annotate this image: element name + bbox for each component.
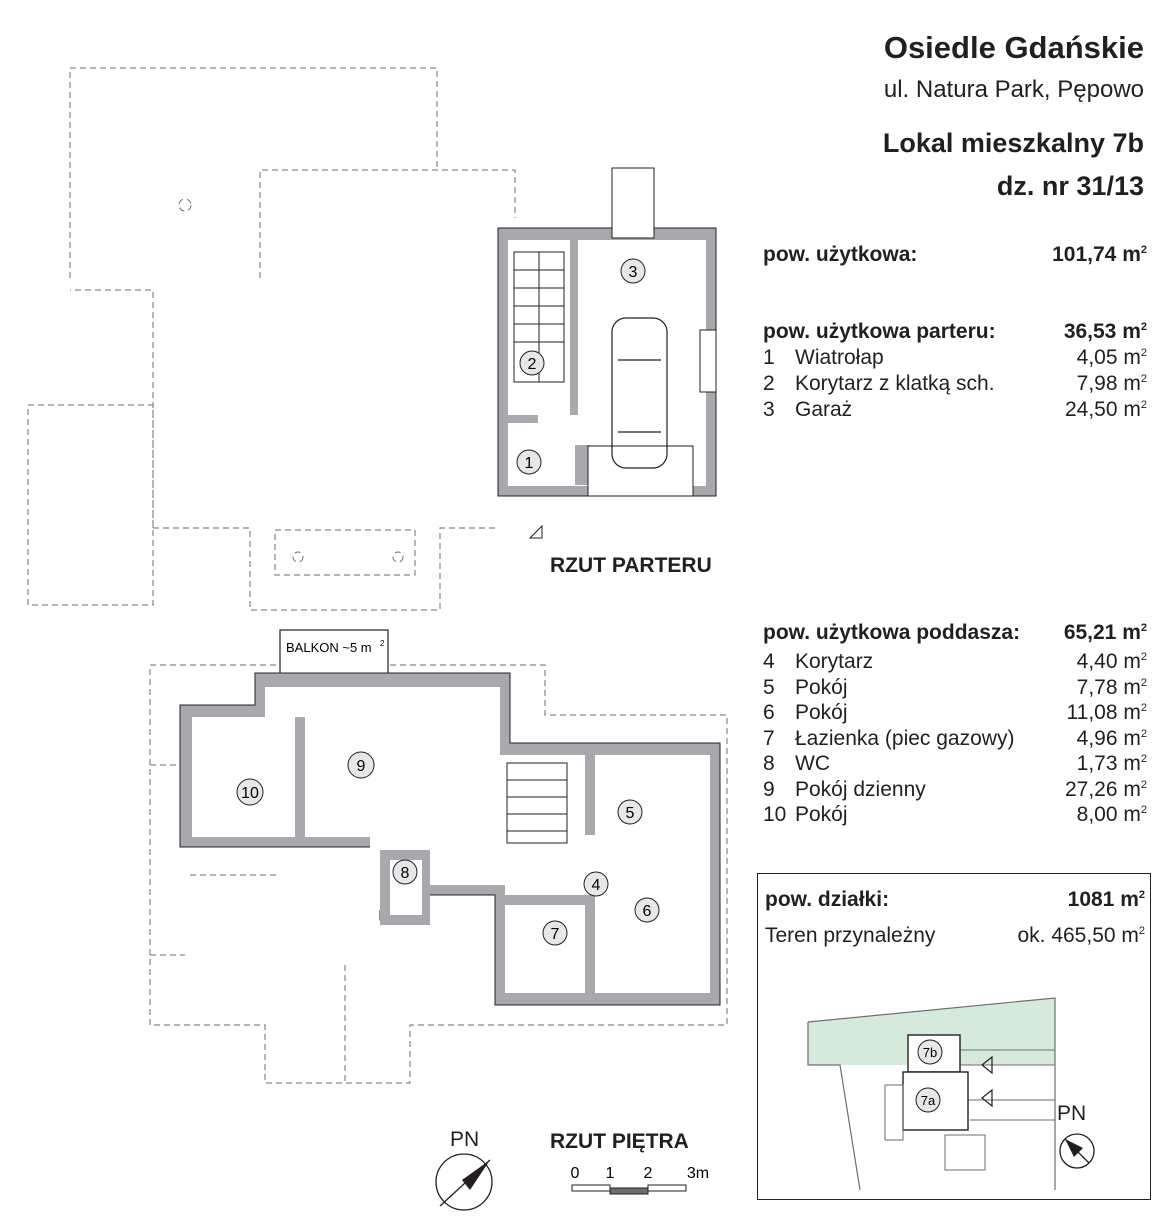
ground-floor-area-label: pow. użytkowa parteru: xyxy=(763,320,996,343)
room-marker-9: 9 xyxy=(357,758,366,775)
car-icon xyxy=(611,317,668,469)
room-area-4: 4,40 m2 xyxy=(1076,650,1147,673)
room-marker-10: 10 xyxy=(241,785,259,802)
ground-floor-plan: 3 2 1 xyxy=(27,67,717,611)
plot-area-value: 1081 m2 xyxy=(1067,888,1145,911)
room-marker-7: 7 xyxy=(551,926,560,943)
entrance-arrow-icon xyxy=(528,524,543,539)
ground-floor-walls xyxy=(497,167,717,497)
room-marker-5: 5 xyxy=(626,805,635,822)
room-marker-6: 6 xyxy=(643,903,652,920)
room-marker-1: 1 xyxy=(525,455,534,472)
site-north-arrow-icon xyxy=(1059,1133,1095,1169)
entrance-arrow-icon xyxy=(981,1055,993,1075)
upper-roof-outline xyxy=(149,664,728,1084)
project-address: ul. Natura Park, Pępowo xyxy=(883,76,1144,103)
room-area-3: 24,50 m2 xyxy=(1064,398,1147,421)
upper-floor-plan: BALKON ~5 m 2 9 10 8 4 5 6 7 xyxy=(149,629,728,1084)
room-area-9: 27,26 m2 xyxy=(1064,777,1147,801)
room-area-6: 11,08 m2 xyxy=(1066,701,1147,724)
balcony xyxy=(279,629,389,675)
land-area-label: Teren przynależny xyxy=(765,924,936,947)
room-area-5: 7,78 m2 xyxy=(1076,675,1147,699)
ground-floor-area-row: pow. użytkowa parteru: 36,53 m2 xyxy=(763,320,1147,346)
room-area-8: 1,73 m2 xyxy=(1076,752,1147,775)
ground-floor-area-value: 36,53 m2 xyxy=(1063,320,1147,343)
upper-floor-walls xyxy=(179,672,721,1006)
room-area-7: 4,96 m2 xyxy=(1076,726,1147,750)
scale-bar: 0 1 2 3m xyxy=(571,1165,709,1195)
scale-tick-2: 2 xyxy=(644,1165,653,1182)
room-area-1: 4,05 m2 xyxy=(1076,346,1147,369)
ground-floor-plan-title: RZUT PARTERU xyxy=(550,554,712,577)
roof-outline xyxy=(27,67,516,611)
land-area-value: ok. 465,50 m2 xyxy=(1017,924,1145,947)
upper-room-markers xyxy=(236,751,660,946)
room-marker-8: 8 xyxy=(401,865,410,882)
scale-tick-0: 0 xyxy=(571,1165,580,1182)
ground-room-markers xyxy=(516,258,646,475)
upper-floor-plan-title: RZUT PIĘTRA xyxy=(550,1130,689,1153)
usable-area-label: pow. użytkowa: xyxy=(763,243,918,266)
unit-7b-marker: 7b xyxy=(923,1045,937,1060)
entrance-arrow-icon xyxy=(981,1088,993,1108)
room-marker-3: 3 xyxy=(629,264,638,281)
balcony-unit-sup: 2 xyxy=(380,639,385,648)
usable-area-value: 101,74 m2 xyxy=(1052,243,1147,266)
scale-tick-1: 1 xyxy=(606,1165,615,1182)
north-label: PN xyxy=(450,1128,480,1151)
attic-floor-area-label: pow. użytkowa poddasza: xyxy=(763,621,1021,644)
plot-info-box xyxy=(757,873,1151,1200)
room-area-2: 7,98 m2 xyxy=(1076,372,1147,395)
scale-tick-3: 3m xyxy=(687,1165,709,1182)
attic-floor-area-value: 65,21 m2 xyxy=(1063,621,1147,644)
room-area-10: 8,00 m2 xyxy=(1076,803,1147,826)
site-north-label: PN xyxy=(1057,1102,1087,1125)
usable-area-row: pow. użytkowa: 101,74 m2 xyxy=(763,243,1147,269)
balcony-label: BALKON ~5 m xyxy=(286,640,372,655)
plot-area-row: pow. działki: 1081 m2 xyxy=(765,888,1145,914)
room-marker-2: 2 xyxy=(528,356,537,373)
attic-floor-area-row: pow. użytkowa poddasza: 65,21 m2 xyxy=(763,621,1147,647)
garden-area xyxy=(808,998,1055,1065)
room-marker-4: 4 xyxy=(592,877,601,894)
upper-staircase xyxy=(506,762,568,844)
unit-7a-marker: 7a xyxy=(921,1093,936,1108)
site-plan: 7b 7a xyxy=(807,997,1056,1190)
land-area-row: Teren przynależny ok. 465,50 m2 xyxy=(765,924,1145,950)
project-title: Osiedle Gdańskie xyxy=(883,30,1144,65)
north-arrow-icon xyxy=(435,1153,493,1211)
unit-title: Lokal mieszkalny 7b xyxy=(882,128,1144,158)
plot-area-label: pow. działki: xyxy=(765,888,890,911)
plot-number: dz. nr 31/13 xyxy=(996,171,1144,201)
